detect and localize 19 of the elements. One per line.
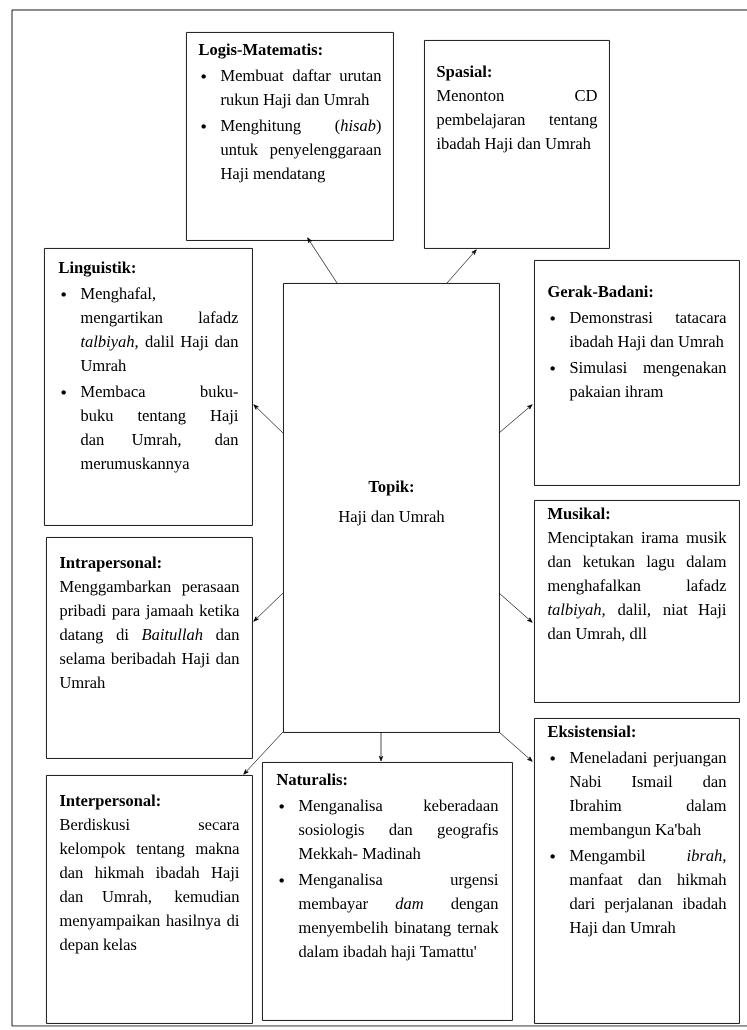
text-box: Spasial: Menonton CD pembelajaran tentang ibadah Haji dan Umrah [424,40,610,249]
arrow [378,731,384,762]
arrow [498,592,533,623]
arrow [253,592,284,622]
text-box: Linguistik: Menghafal, mengartikan lafadz talbiyah, dalil Haji dan Umrah Membaca buku-buku tentang Haji dan Umrah, dan merumuskannya [44,248,253,526]
arrow [243,731,284,775]
text-box: Intrapersonal: Menggambarkan perasaan pribadi para jamaah ketika datang di Baitullah dan selama beribadah Haji dan Umrah [46,537,253,759]
text-box: Gerak-Badani: Demonstrasi tatacara ibadah Haji dan Umrah Simulasi mengenakan pakaian ihram [534,260,740,486]
arrow [498,404,533,434]
text-box: Musikal: Menciptakan irama musik dan ketukan lagu dalam menghafalkan lafadz talbiyah, dalil, niat Haji dan Umrah, dll [534,500,740,703]
text-box: Logis-Matematis: Membuat daftar urutan rukun Haji dan Umrah Menghitung (hisab) untuk penyelenggaraan Haji mendatang [186,32,394,241]
text-box: Naturalis: Menganalisa keberadaan sosiologis dan geografis Mekkah- Madinah Menganalisa urgensi membayar dam dengan menyembelih binatang ternak dalam ibadah haji Tamattu' [262,762,513,1021]
arrow [307,237,338,284]
text-box: Topik: Haji dan Umrah [283,283,500,733]
text-box: Eksistensial: Meneladani perjuangan Nabi Ismail dan Ibrahim dalam membangun Ka'bah Mengambil ibrah, manfaat dan hikmah dari perjalanan ibadah Haji dan Umrah [534,718,740,1024]
text-box: Interpersonal: Berdiskusi secara kelompok tentang makna dan hikmah ibadah Haji dan Umrah, kemudian menyampaikan hasilnya di depan kelas [46,775,253,1024]
arrow [253,404,284,434]
arrow [498,731,533,762]
arrow [446,249,477,284]
